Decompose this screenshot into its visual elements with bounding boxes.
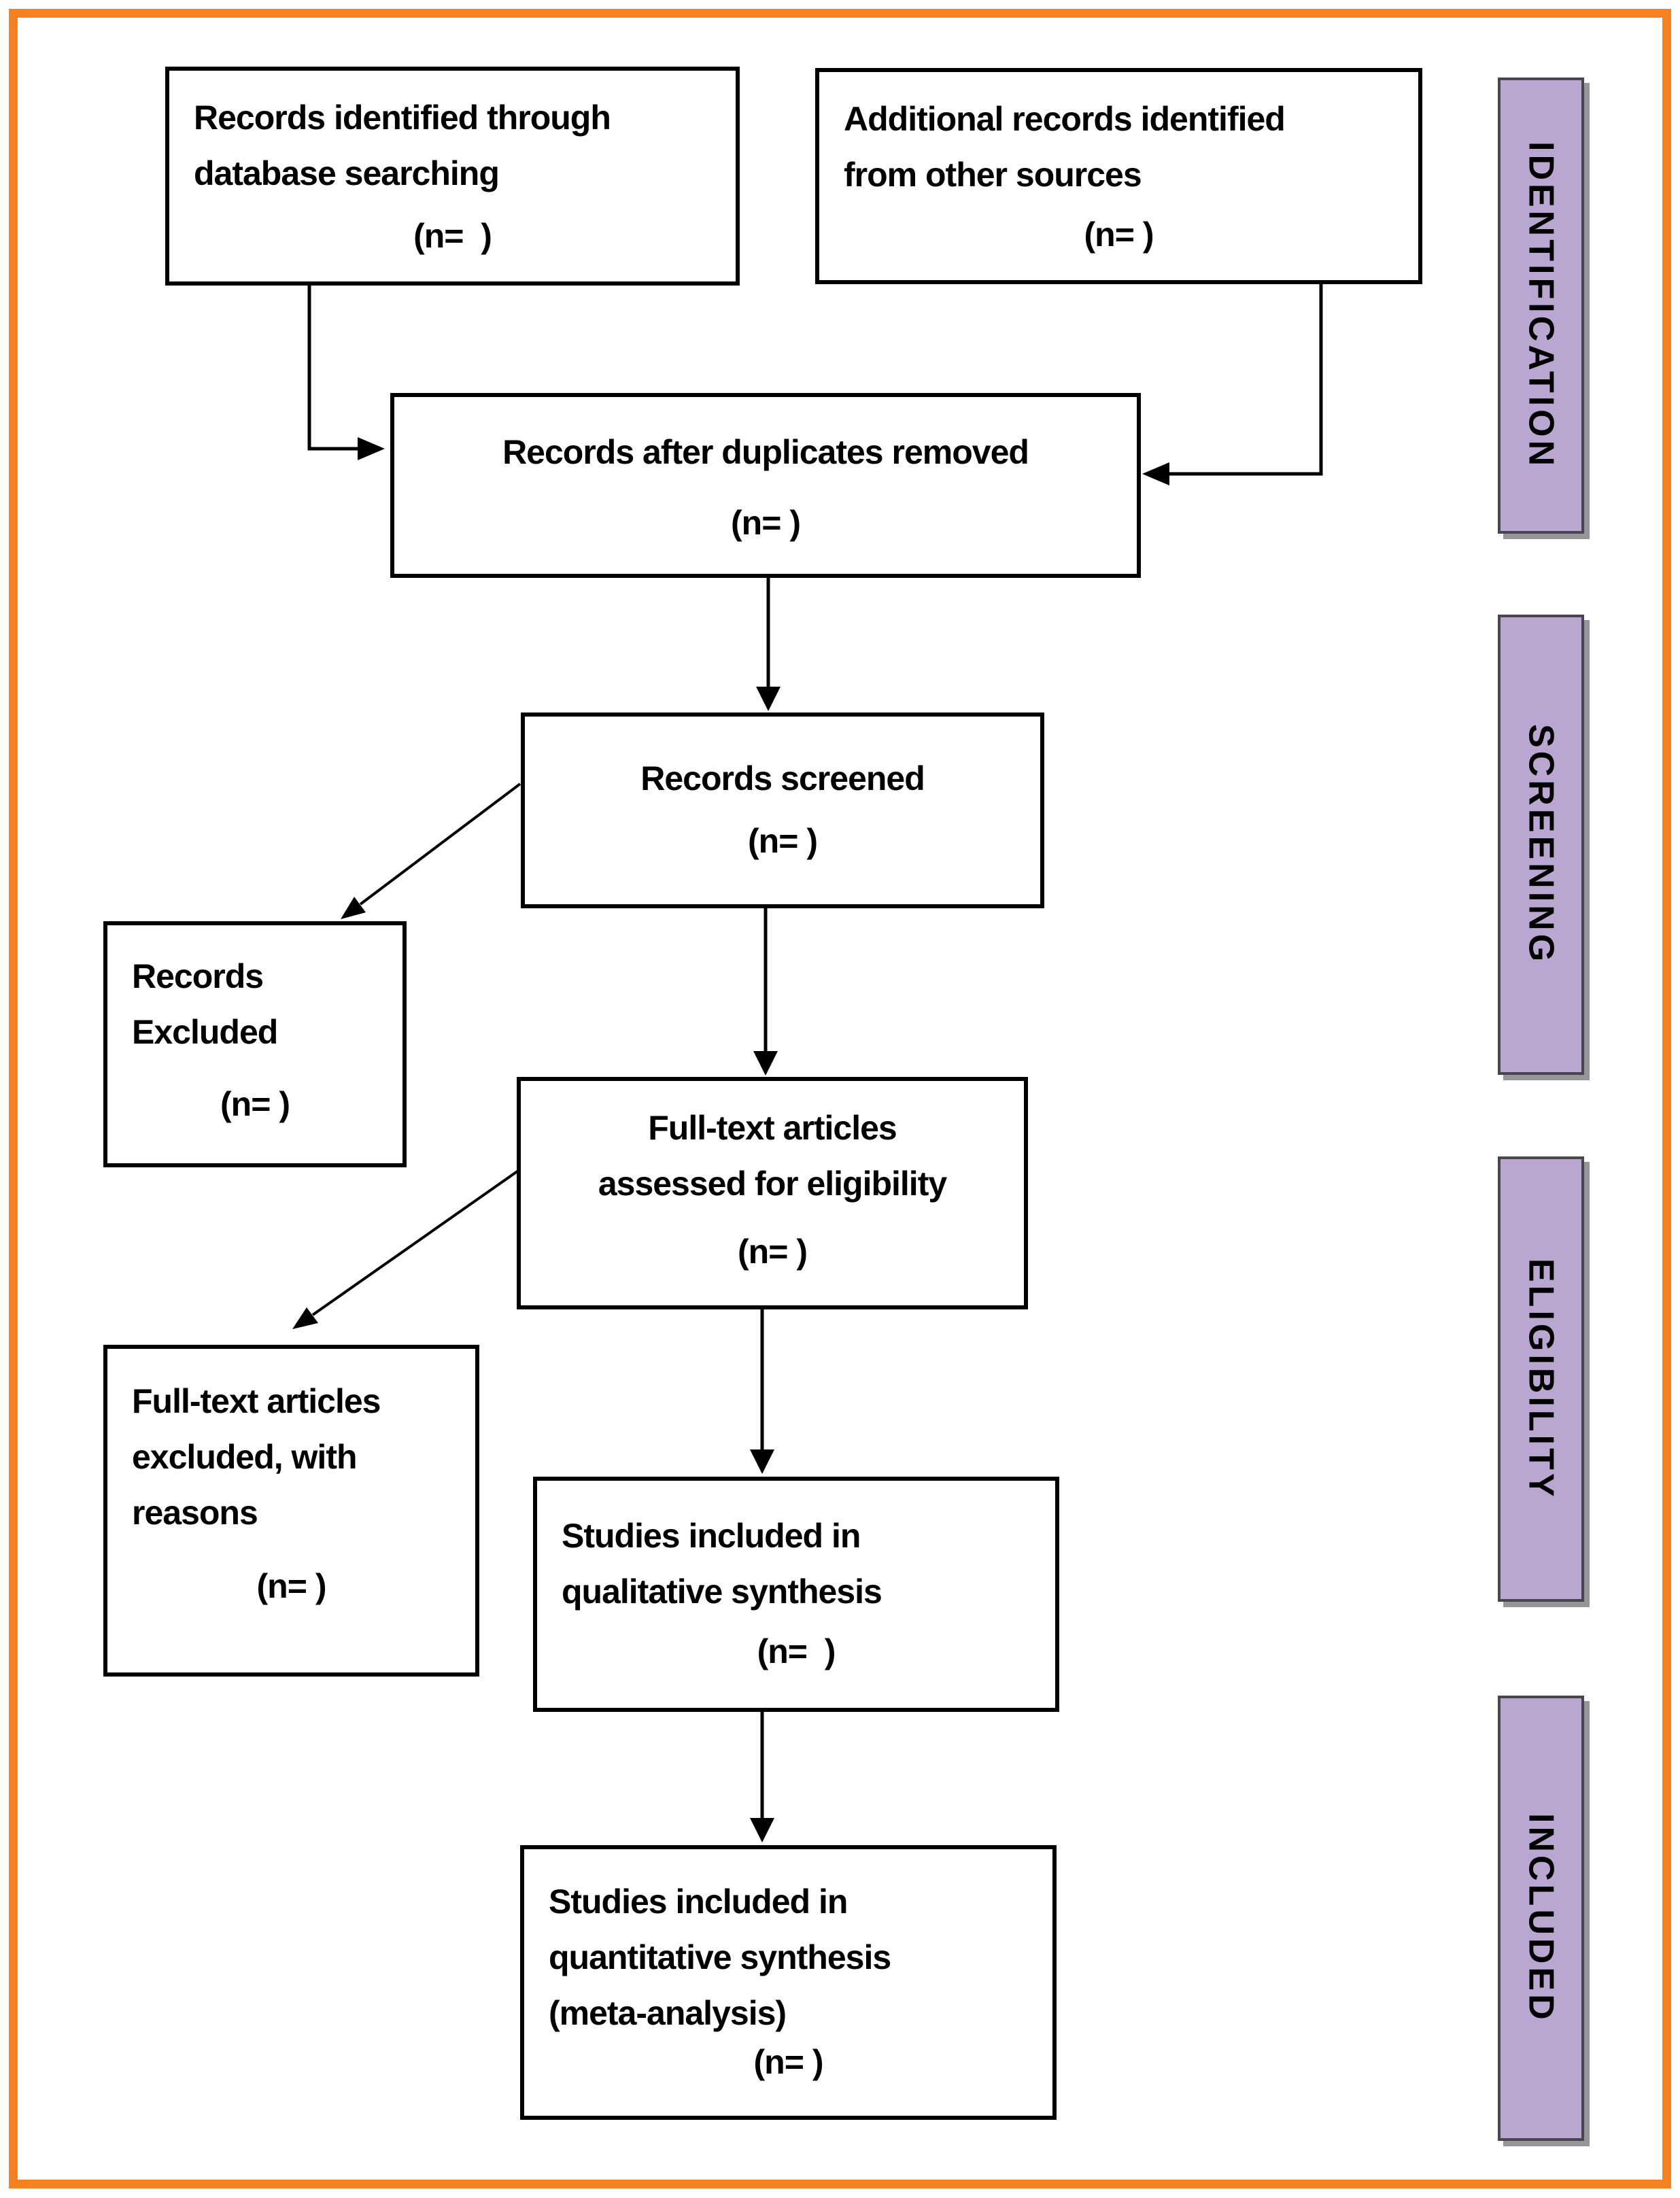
box-text: Records screened xyxy=(525,717,1040,806)
stage-label: SCREENING xyxy=(1521,724,1561,965)
connector-fulltext-to-qualitative xyxy=(750,1308,774,1474)
box-text-line: quantitative synthesis xyxy=(549,1938,891,1976)
n-count-placeholder: (n= ) xyxy=(413,217,492,255)
arrowhead-down-icon xyxy=(756,687,781,711)
stage-identification: IDENTIFICATION xyxy=(1498,78,1584,534)
arrowhead-down-icon xyxy=(750,1449,774,1474)
n-count-placeholder: (n= ) xyxy=(753,2043,824,2081)
box-qualitative-synthesis: Studies included in qualitative synthesi… xyxy=(533,1477,1059,1712)
arrowhead-down-icon xyxy=(753,1051,778,1076)
connector-screened-to-excluded xyxy=(341,783,521,919)
box-text: Studies included in qualitative synthesi… xyxy=(537,1481,1055,1619)
stage-eligibility: ELIGIBILITY xyxy=(1498,1156,1584,1602)
connector-screened-to-fulltext xyxy=(753,907,778,1076)
connector-duplicates-to-screened xyxy=(756,577,781,711)
connector-line xyxy=(307,286,371,451)
n-count-placeholder: (n= ) xyxy=(748,822,818,860)
box-text-line: Records after duplicates removed xyxy=(502,433,1029,471)
arrowhead-down-icon xyxy=(750,1818,774,1842)
stage-label: ELIGIBILITY xyxy=(1521,1258,1561,1500)
box-records-excluded: Records Excluded (n= ) xyxy=(103,921,407,1167)
arrowhead-diagonal-icon xyxy=(292,1307,318,1329)
box-text-line: Full-text articles xyxy=(648,1109,897,1147)
box-quantitative-synthesis: Studies included in quantitative synthes… xyxy=(520,1845,1057,2120)
box-text-line: Records xyxy=(132,957,264,995)
connector-line xyxy=(1156,284,1323,476)
box-records-identified-database: Records identified through database sear… xyxy=(165,67,740,286)
box-text: Records identified through database sear… xyxy=(169,71,736,201)
n-count-placeholder: (n= ) xyxy=(738,1233,808,1271)
box-text-line: Full-text articles xyxy=(132,1382,381,1420)
box-text-line: excluded, with xyxy=(132,1438,358,1476)
box-text-line: Excluded xyxy=(132,1013,278,1051)
connector-line xyxy=(311,1168,521,1316)
box-text: Full-text articles excluded, with reason… xyxy=(107,1349,475,1541)
n-count-placeholder: (n= ) xyxy=(757,1632,836,1670)
box-additional-records: Additional records identified from other… xyxy=(815,68,1422,284)
box-text: Additional records identified from other… xyxy=(819,72,1418,203)
stage-screening: SCREENING xyxy=(1498,615,1584,1075)
box-text-line: reasons xyxy=(132,1494,258,1532)
arrowhead-diagonal-icon xyxy=(341,897,366,919)
connector-fulltext-to-ftexcluded xyxy=(292,1168,521,1329)
connector-line xyxy=(359,783,521,906)
n-count-placeholder: (n= ) xyxy=(220,1085,290,1123)
stage-label: IDENTIFICATION xyxy=(1521,141,1561,470)
box-text: Records after duplicates removed xyxy=(394,397,1137,480)
box-text-line: assessed for eligibility xyxy=(598,1165,947,1203)
connector-qualitative-to-quantitative xyxy=(750,1711,774,1842)
box-text-line: (meta-analysis) xyxy=(549,1994,787,2032)
arrowhead-left-icon xyxy=(1142,462,1169,485)
arrowhead-right-icon xyxy=(358,437,385,460)
box-text-line: qualitative synthesis xyxy=(562,1573,882,1611)
box-text: Full-text articles assessed for eligibil… xyxy=(521,1081,1024,1212)
box-text: Studies included in quantitative synthes… xyxy=(524,1849,1052,2041)
box-text-line: Records identified through xyxy=(194,99,611,137)
n-count-placeholder: (n= ) xyxy=(256,1567,327,1605)
box-text-line: Records screened xyxy=(640,759,925,797)
connector-othersources-to-duplicates xyxy=(1142,284,1323,485)
box-duplicates-removed: Records after duplicates removed (n= ) xyxy=(390,393,1141,578)
box-text-line: from other sources xyxy=(844,156,1142,194)
box-fulltext-assessed: Full-text articles assessed for eligibil… xyxy=(517,1077,1028,1309)
box-text-line: database searching xyxy=(194,154,500,192)
box-text-line: Studies included in xyxy=(549,1883,848,1921)
box-text: Records Excluded xyxy=(107,925,402,1060)
orange-border-frame xyxy=(9,9,1671,2188)
box-records-screened: Records screened (n= ) xyxy=(521,712,1044,908)
stage-label: INCLUDED xyxy=(1521,1813,1561,2023)
box-text-line: Additional records identified xyxy=(844,100,1286,138)
n-count-placeholder: (n= ) xyxy=(1084,216,1154,254)
connector-database-to-duplicates xyxy=(307,286,385,460)
n-count-placeholder: (n= ) xyxy=(731,504,801,542)
box-fulltext-excluded: Full-text articles excluded, with reason… xyxy=(103,1345,479,1677)
stage-included: INCLUDED xyxy=(1498,1696,1584,2141)
box-text-line: Studies included in xyxy=(562,1517,861,1555)
